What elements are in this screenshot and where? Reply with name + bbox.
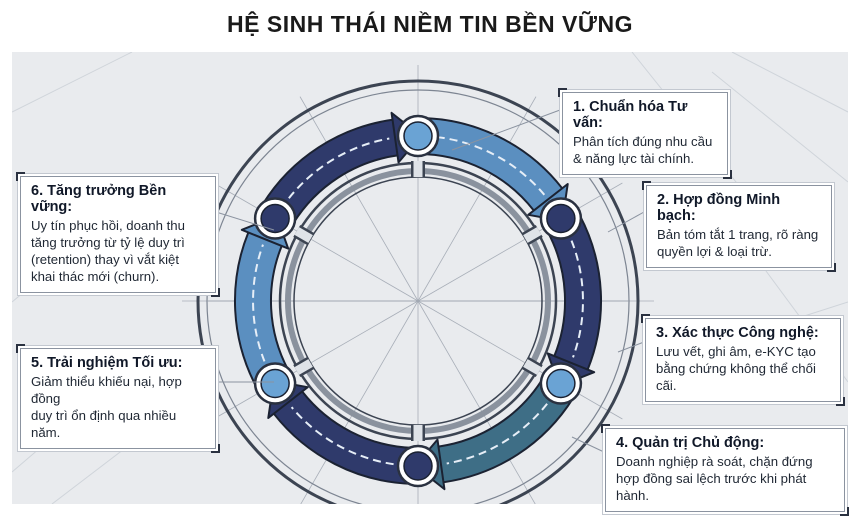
sketch-line-4 [12,52,133,113]
leader-line-3 [617,341,645,353]
node-bracket-face-6 [294,227,313,243]
step-5-title: 5. Trải nghiệm Tối ưu: [31,355,183,371]
leader-line-6 [215,211,275,231]
step-3-title: 3. Xác thực Công nghệ: [656,325,819,341]
step-3-line-2: bằng chứng không thể chối cãi. [656,361,816,393]
step-2-title: 2. Hợp đồng Minh bạch: [657,192,781,224]
outer-ring-inner-line [206,89,630,504]
sketch-line-1 [711,71,848,183]
sketch-line-2 [731,52,848,113]
node-bracket-face-3 [523,359,542,375]
spoke-12 [299,96,419,302]
node-5 [260,368,290,399]
step-4-line-2: hợp đồng sai lệch trước khi phát hành. [616,471,807,503]
step-4-title: 4. Quản trị Chủ động: [616,435,765,451]
cycle-arrow-centerline-4 [290,406,407,467]
callout-step-1: 1. Chuẩn hóa Tư vấn: Phân tích đúng nhu … [558,88,732,179]
node-bracket-face-2 [523,227,542,243]
step-2-line-1: Bản tóm tắt 1 trang, rõ ràng [657,227,819,242]
trust-cycle-diagram [12,52,848,504]
page-title: HỆ SINH THÁI NIỀM TIN BỀN VỮNG [227,10,633,37]
diagram-board: 1. Chuẩn hóa Tư vấn: Phân tích đúng nhu … [12,52,849,516]
step-3-line-1: Lưu vết, ghi âm, e-KYC tạo [656,344,816,359]
spoke-6 [417,300,536,504]
spoke-8 [300,300,419,504]
step-1-line-2: & năng lực tài chính. [573,151,694,166]
callout-step-2: 2. Hợp đồng Minh bạch: Bản tóm tắt 1 tra… [642,181,836,272]
spoke-3 [417,182,623,302]
node-1 [403,121,433,151]
step-5-line-2: duy trì ổn định qua nhiều năm. [31,408,177,440]
step-6-line-2: tăng trưởng từ tỷ lệ duy trì [31,235,185,250]
cycle-arrow-centerline-2 [565,228,584,358]
step-6-line-3: (retention) thay vì vắt kiệt [31,252,180,267]
step-6-line-4: khai thác mới (churn). [31,269,160,284]
step-6-title: 6. Tăng trưởng Bền vững: [31,183,167,215]
cycle-arrow-centerline-6 [280,137,390,210]
node-6 [260,203,290,234]
spoke-11 [213,182,419,302]
callout-step-6: 6. Tăng trưởng Bền vững: Uy tín phục hồi… [16,172,220,297]
spoke-9 [213,300,419,420]
callout-step-3: 3. Xác thực Công nghệ: Lưu vết, ghi âm, … [641,314,845,406]
callout-step-5: 5. Trải nghiệm Tối ưu: Giảm thiểu khiếu … [16,344,220,453]
callout-step-4: 4. Quản trị Chủ động: Doanh nghiệp rà so… [601,424,849,516]
step-6-line-1: Uy tín phục hồi, doanh thu [31,218,185,233]
step-2-line-2: quyền lợi & loại trừ. [657,244,772,259]
leader-line-1 [451,109,561,151]
cycle-arrow-centerline-5 [252,244,271,374]
node-2 [546,203,576,234]
leader-line-4 [571,436,605,453]
step-5-line-1: Giảm thiểu khiếu nại, hợp đồng [31,374,182,406]
step-1-title: 1. Chuẩn hóa Tư vấn: [573,99,688,131]
outer-ring [196,79,640,504]
node-3 [546,368,576,399]
leader-line-2 [607,211,645,233]
cycle-arrow-centerline-3 [446,392,556,465]
step-4-line-1: Doanh nghiệp rà soát, chặn đứng [616,454,813,469]
step-1-line-1: Phân tích đúng nhu cầu [573,134,713,149]
spoke-2 [417,96,537,302]
node-4 [403,451,433,481]
spoke-5 [417,300,623,420]
cycle-arrow-centerline-1 [423,135,546,196]
node-bracket-face-5 [294,359,313,375]
